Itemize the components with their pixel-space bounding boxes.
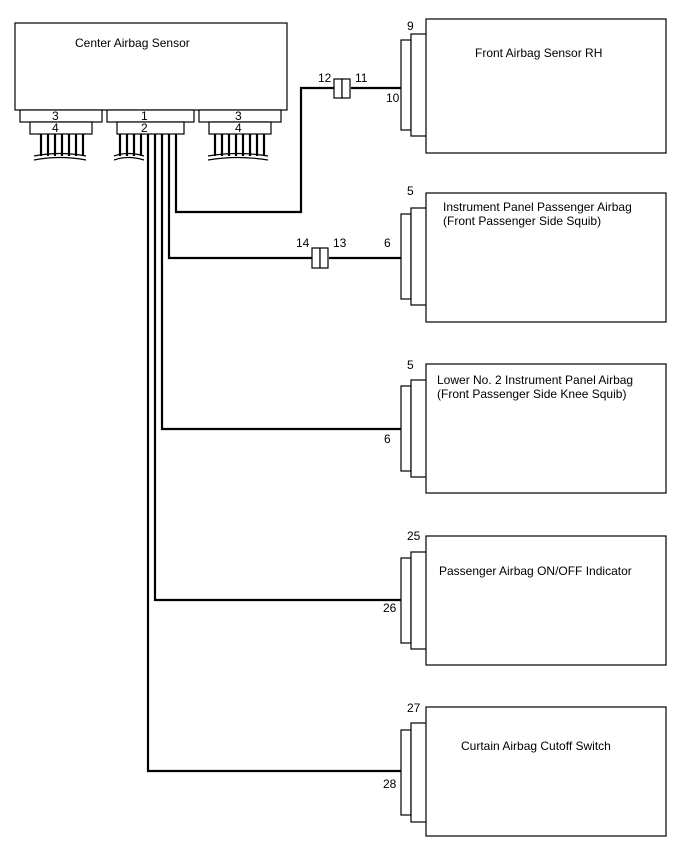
- cutoff-switch-title: Curtain Airbag Cutoff Switch: [461, 739, 611, 753]
- middle-connector: 1 2: [106, 109, 195, 161]
- indicator-pin-top: 25: [407, 529, 421, 543]
- passenger-airbag-pin-top: 5: [407, 184, 414, 198]
- left-connector: 3 4: [19, 109, 103, 161]
- cutoff-switch-plug-outer: [400, 729, 412, 816]
- knee-airbag-title-line-1: Lower No. 2 Instrument Panel Airbag: [437, 373, 633, 387]
- cutoff-switch-body: [425, 706, 667, 837]
- knee-airbag-title-line-2: (Front Passenger Side Knee Squib): [437, 387, 626, 401]
- front-sensor-body: [425, 18, 667, 154]
- passenger-airbag-title-line-1: Instrument Panel Passenger Airbag: [443, 200, 632, 214]
- indicator-plug-inner: [410, 551, 428, 650]
- middle-connector-pin-bottom: 2: [141, 121, 148, 135]
- wire-to-front-sensor-rh: [174, 86, 401, 214]
- component-lower-no2-instrument-panel-airbag: Lower No. 2 Instrument Panel Airbag (Fro…: [384, 358, 667, 494]
- front-sensor-pin-top: 9: [407, 19, 414, 33]
- junction-1-right-pin: 11: [355, 71, 368, 85]
- knee-airbag-plug-inner: [410, 379, 428, 478]
- right-connector-pin-top: 3: [235, 109, 242, 123]
- center-airbag-sensor-body: [14, 22, 288, 111]
- indicator-plug-outer: [400, 557, 412, 644]
- junction-1-left-half: [333, 78, 343, 99]
- junction-connector-1: 12 11: [318, 71, 368, 99]
- component-curtain-airbag-cutoff-switch: Curtain Airbag Cutoff Switch 27 28: [383, 701, 667, 837]
- wire-to-airbag-indicator: [153, 134, 401, 602]
- front-sensor-title: Front Airbag Sensor RH: [475, 46, 602, 60]
- wire-to-curtain-cutoff-switch: [146, 134, 401, 773]
- middle-connector-upper: [106, 109, 195, 123]
- component-instrument-panel-passenger-airbag: Instrument Panel Passenger Airbag (Front…: [384, 184, 667, 323]
- left-connector-wire-stubs: [33, 134, 87, 161]
- passenger-airbag-title-line-2: (Front Passenger Side Squib): [443, 214, 601, 228]
- front-sensor-plug-outer: [400, 39, 412, 131]
- passenger-airbag-plug-outer: [400, 213, 412, 300]
- middle-connector-lower: [116, 121, 185, 135]
- component-front-airbag-sensor-rh: Front Airbag Sensor RH 9 10: [386, 18, 667, 154]
- passenger-airbag-pin-wire: 6: [384, 236, 391, 250]
- center-airbag-sensor-title: Center Airbag Sensor: [75, 36, 190, 50]
- junction-2-left-pin: 14: [296, 236, 310, 250]
- knee-airbag-plug-outer: [400, 385, 412, 472]
- knee-airbag-pin-top: 5: [407, 358, 414, 372]
- middle-connector-pin-top: 1: [141, 109, 148, 123]
- middle-connector-wire-stubs: [113, 134, 145, 161]
- indicator-body: [425, 535, 667, 666]
- knee-airbag-pin-wire: 6: [384, 432, 391, 446]
- right-connector: 3 4: [198, 109, 282, 161]
- left-connector-upper: [19, 109, 103, 123]
- wire-to-passenger-airbag: [167, 134, 401, 260]
- cutoff-switch-pin-top: 27: [407, 701, 421, 715]
- right-connector-wire-stubs: [207, 134, 269, 161]
- junction-1-right-half: [341, 78, 351, 99]
- right-connector-pin-bottom: 4: [235, 121, 242, 135]
- front-sensor-plug-inner: [410, 33, 428, 137]
- junction-connector-2: 14 13: [296, 236, 347, 269]
- cutoff-switch-pin-wire: 28: [383, 777, 397, 791]
- passenger-airbag-plug-inner: [410, 207, 428, 306]
- left-connector-pin-top: 3: [52, 109, 59, 123]
- indicator-pin-wire: 26: [383, 601, 397, 615]
- right-connector-lower: [208, 121, 272, 135]
- component-passenger-airbag-indicator: Passenger Airbag ON/OFF Indicator 25 26: [383, 529, 667, 666]
- wire-to-knee-airbag: [160, 134, 401, 431]
- junction-1-left-pin: 12: [318, 71, 332, 85]
- cutoff-switch-plug-inner: [410, 722, 428, 823]
- center-airbag-sensor: Center Airbag Sensor 3 4 1: [14, 22, 288, 161]
- indicator-title: Passenger Airbag ON/OFF Indicator: [439, 564, 632, 578]
- knee-airbag-body: [425, 363, 667, 494]
- front-sensor-pin-wire: 10: [386, 91, 400, 105]
- junction-2-left-half: [311, 247, 321, 269]
- junction-2-right-pin: 13: [333, 236, 347, 250]
- left-connector-lower: [29, 121, 93, 135]
- passenger-airbag-body: [425, 192, 667, 323]
- left-connector-pin-bottom: 4: [52, 121, 59, 135]
- junction-2-right-half: [319, 247, 329, 269]
- wire-harness: [146, 86, 401, 773]
